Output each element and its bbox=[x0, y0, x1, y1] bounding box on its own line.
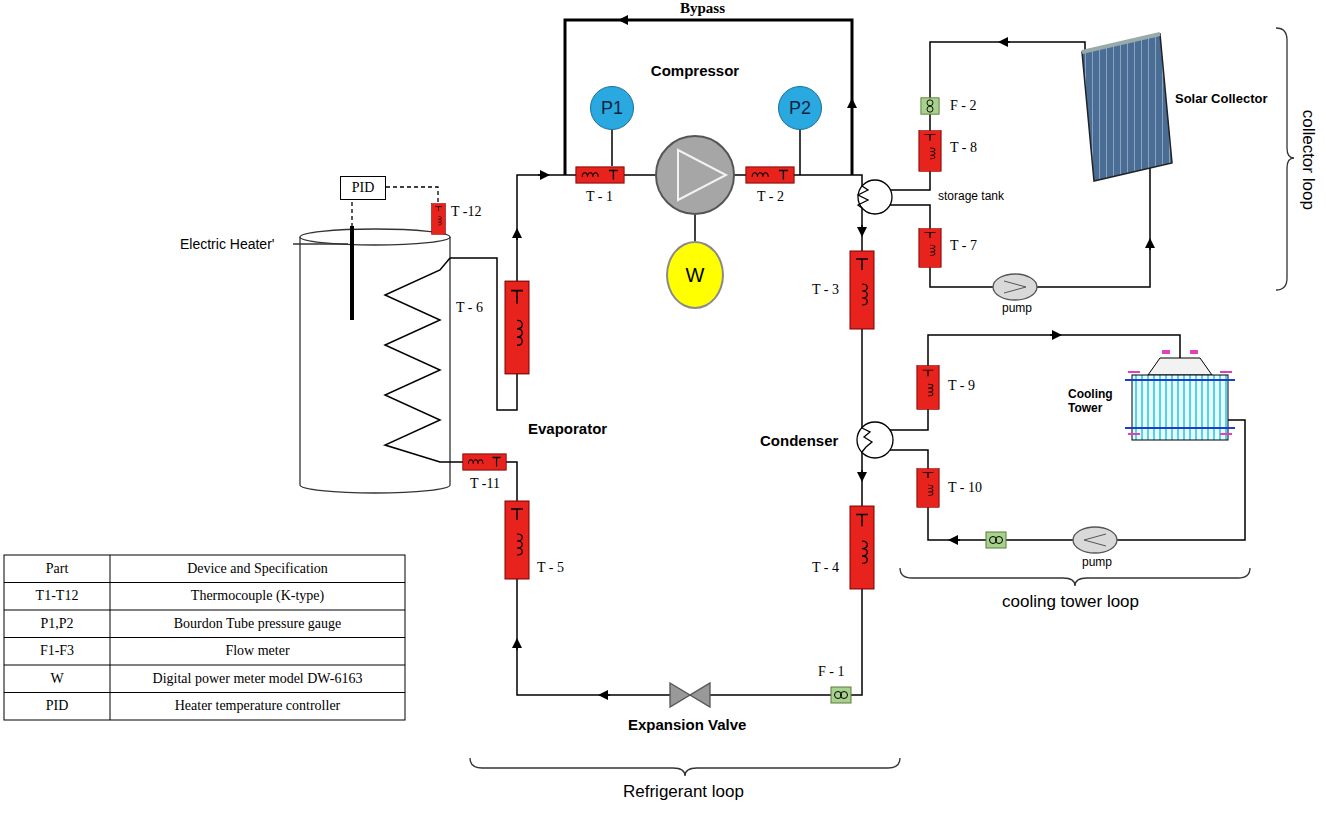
component-label: Expansion Valve bbox=[628, 716, 746, 733]
bypass-label: Bypass bbox=[680, 0, 725, 17]
sensor-label: T - 6 bbox=[456, 300, 483, 316]
pressure-gauge: P1 bbox=[590, 86, 634, 130]
loop-label: cooling tower loop bbox=[1002, 592, 1139, 612]
sensor-label: T -12 bbox=[451, 204, 481, 220]
loop-label: collector loop bbox=[1298, 110, 1318, 210]
flow-meter-label: F - 2 bbox=[950, 98, 976, 114]
table-cell: PID bbox=[4, 693, 110, 721]
node-label: PID bbox=[352, 180, 375, 195]
connector-wire bbox=[694, 215, 696, 241]
component-label: storage tank bbox=[938, 190, 1004, 204]
sensor-label: T - 7 bbox=[950, 238, 977, 254]
component-label: pump bbox=[1082, 556, 1112, 570]
table-cell: Flow meter bbox=[110, 638, 405, 666]
table-cell: Bourdon Tube pressure gauge bbox=[110, 610, 405, 638]
sensor-label: T - 1 bbox=[586, 189, 613, 205]
table-cell: Digital power meter model DW-6163 bbox=[110, 665, 405, 693]
sensor-label: T - 3 bbox=[812, 282, 839, 298]
table-cell: Part bbox=[4, 555, 110, 583]
node-heading: Compressor bbox=[640, 62, 750, 79]
sensor-label: T - 4 bbox=[812, 560, 839, 576]
table-cell: Heater temperature controller bbox=[110, 693, 405, 721]
sensor-label: T - 9 bbox=[948, 378, 975, 394]
table-cell: Thermocouple (K-type) bbox=[110, 583, 405, 611]
node-label: P1 bbox=[601, 98, 623, 119]
component-label: Evaporator bbox=[528, 420, 607, 437]
table-cell: F1-F3 bbox=[4, 638, 110, 666]
table-cell: W bbox=[4, 665, 110, 693]
component-label: Solar Collector bbox=[1175, 92, 1267, 107]
table-cell: Device and Specification bbox=[110, 555, 405, 583]
sensor-label: T - 10 bbox=[948, 480, 982, 496]
compressor: Compressor bbox=[640, 62, 750, 215]
pressure-gauge: P2 bbox=[778, 86, 822, 130]
pid-controller: PID bbox=[340, 176, 386, 200]
table-cell: T1-T12 bbox=[4, 583, 110, 611]
node-label: P2 bbox=[789, 98, 811, 119]
sensor-label: T - 5 bbox=[537, 560, 564, 576]
component-label: Cooling Tower bbox=[1068, 388, 1126, 416]
compressor-symbol bbox=[640, 62, 750, 215]
sensor-label: T -11 bbox=[470, 476, 500, 492]
component-label: Electric Heater' bbox=[180, 236, 274, 252]
node-label: W bbox=[686, 264, 705, 287]
table-cell: P1,P2 bbox=[4, 610, 110, 638]
component-label: Condenser bbox=[760, 432, 838, 449]
power-meter: W bbox=[666, 241, 724, 309]
component-label: pump bbox=[1002, 302, 1032, 316]
sensor-label: T - 2 bbox=[757, 189, 784, 205]
loop-label: Refrigerant loop bbox=[623, 782, 744, 802]
flow-meter-label: F - 1 bbox=[818, 664, 844, 680]
sensor-label: T - 8 bbox=[950, 140, 977, 156]
